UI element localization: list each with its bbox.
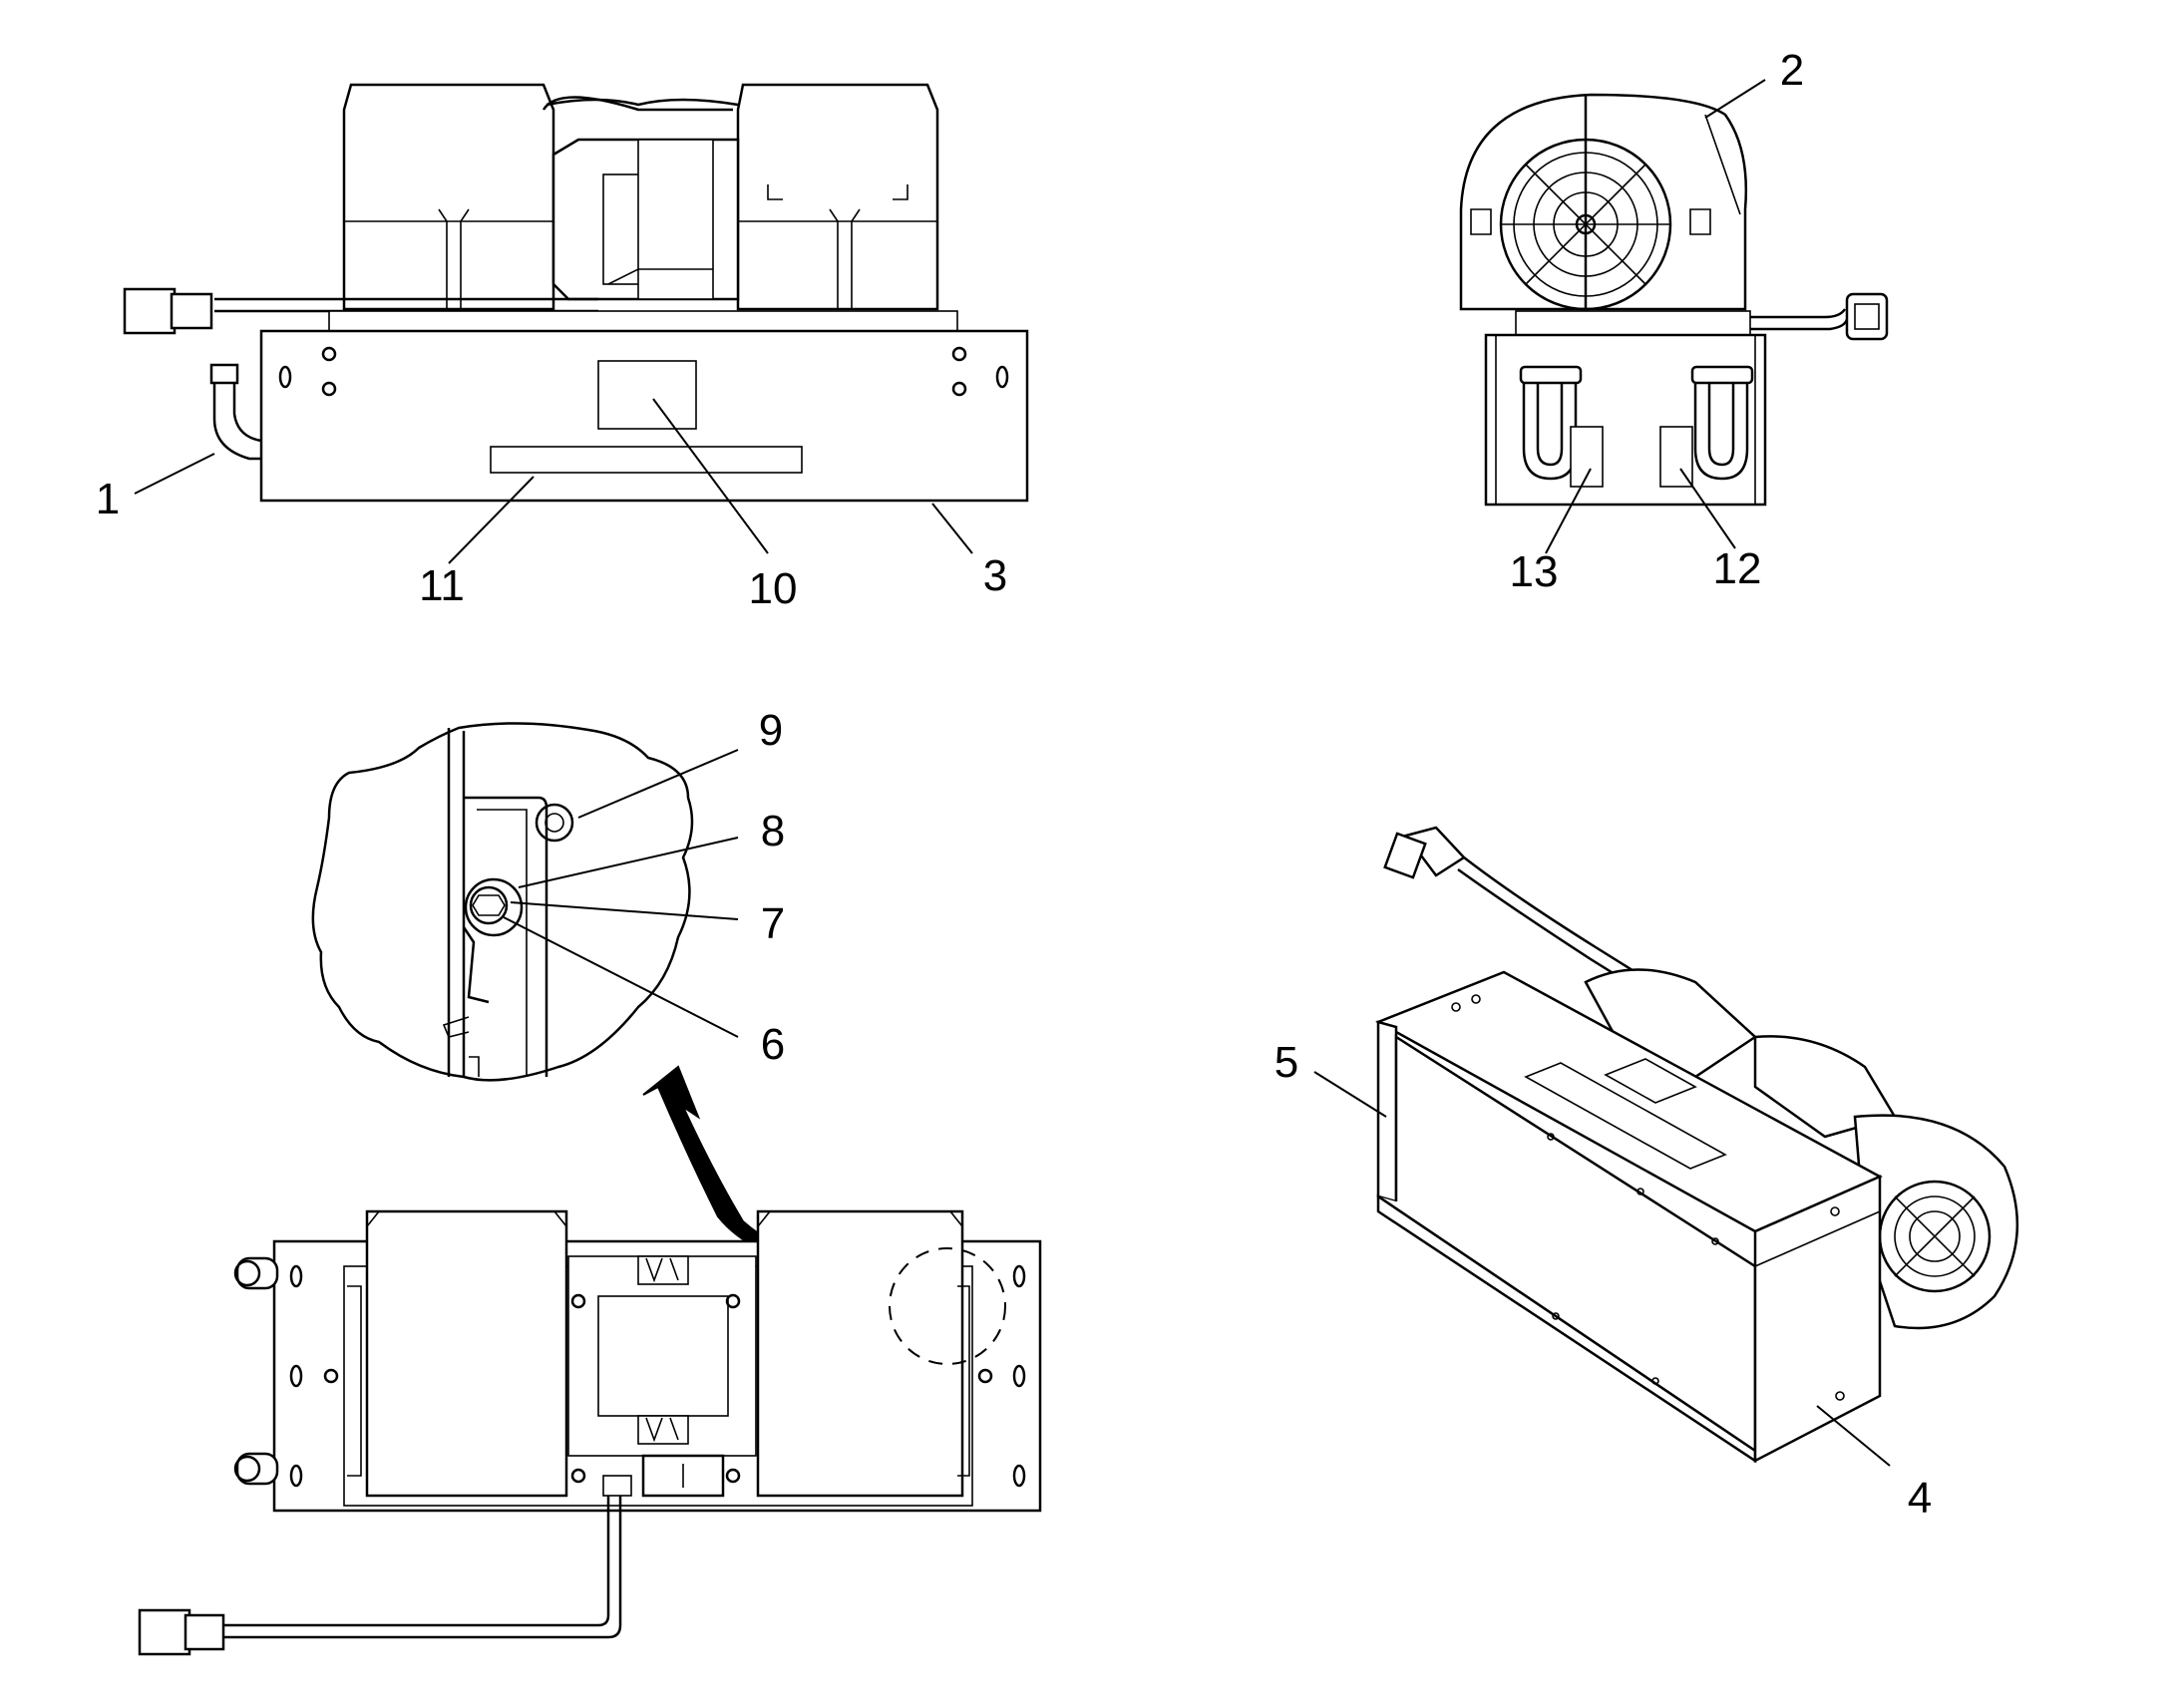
side-view (1459, 79, 1889, 554)
callout-8: 8 (761, 807, 785, 855)
callout-9: 9 (759, 706, 783, 755)
callout-6: 6 (761, 1020, 785, 1069)
callout-12: 12 (1713, 544, 1762, 593)
front-view (123, 83, 1029, 564)
callout-10: 10 (749, 564, 798, 613)
callout-13: 13 (1510, 547, 1559, 596)
callout-7: 7 (761, 899, 785, 948)
callout-3: 3 (983, 551, 1007, 600)
top-view (138, 1209, 1042, 1656)
callouts: 1 2 3 4 5 6 7 8 9 10 11 12 13 (96, 46, 1932, 1523)
callout-5: 5 (1274, 1038, 1298, 1087)
isometric-view (1313, 826, 2019, 1467)
label-11-rect (490, 446, 803, 474)
label-10-rect (597, 360, 697, 430)
callout-4: 4 (1908, 1474, 1932, 1523)
detail-view (311, 722, 739, 1082)
callout-1: 1 (96, 475, 120, 523)
callout-11: 11 (419, 561, 465, 610)
callout-2: 2 (1780, 46, 1804, 95)
